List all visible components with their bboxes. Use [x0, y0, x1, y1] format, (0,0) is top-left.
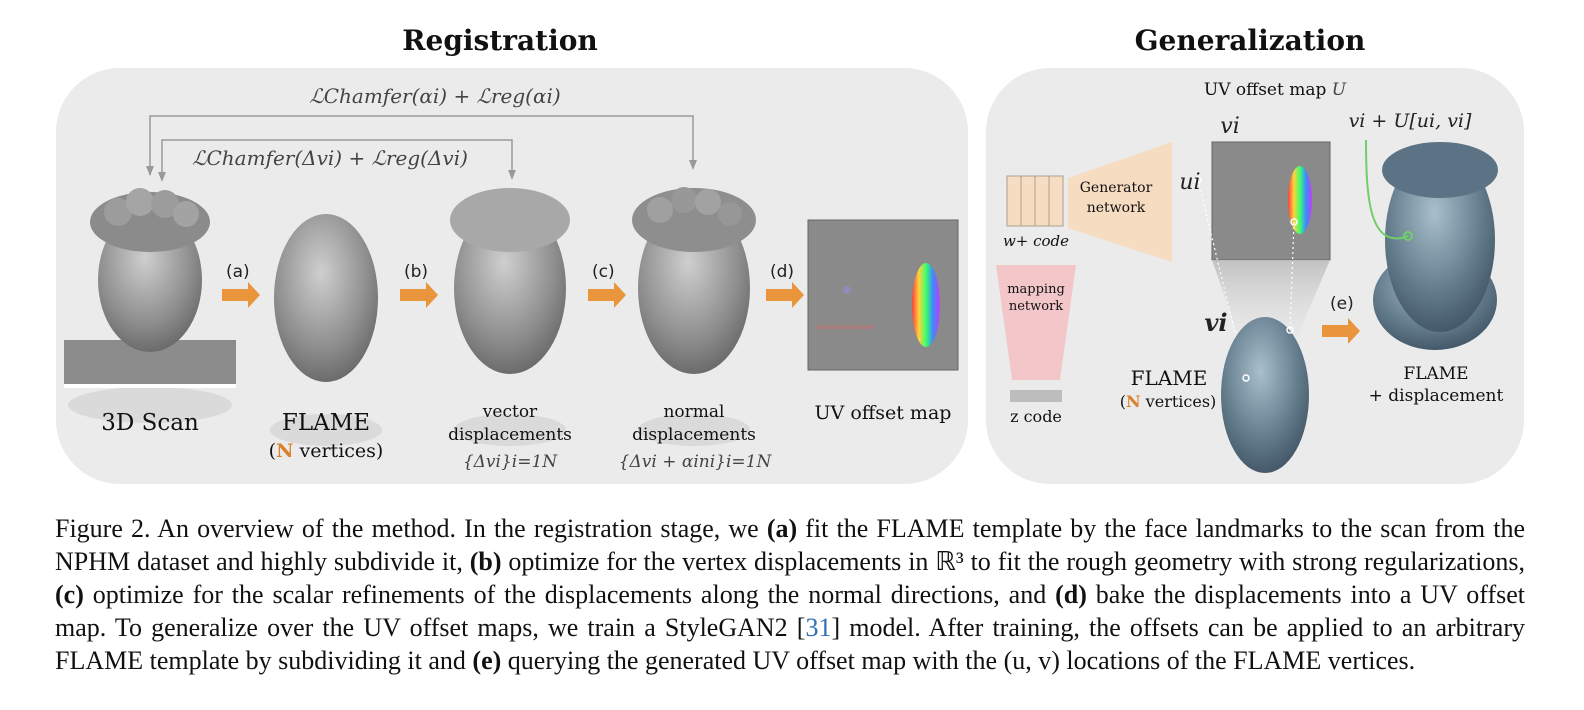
output-head	[1373, 142, 1498, 350]
loss-outer-label: ℒChamfer(αi) + ℒreg(αi)	[309, 84, 561, 108]
formula-pointer	[1365, 139, 1409, 240]
flame-head	[270, 214, 382, 446]
normal-displacement-head	[632, 187, 756, 446]
gen-flame-vertices-label: (N vertices)	[1119, 392, 1217, 411]
projection-beam	[1212, 260, 1330, 340]
step-e-label: (e)	[1330, 294, 1354, 314]
mapping-label-line2: network	[1008, 299, 1064, 314]
step-a-label: (a)	[226, 262, 250, 282]
vector-formula: {Δvi}i=1N	[462, 452, 558, 472]
figure-graphics	[64, 115, 1498, 473]
wplus-code-blocks	[1006, 175, 1064, 227]
n-highlight: N	[276, 440, 294, 462]
gen-flame-label: FLAME	[1130, 366, 1208, 390]
uv-offset-map-label: UV offset map	[814, 402, 952, 424]
step-e-arrow	[1322, 318, 1360, 344]
vector-displacement-head	[450, 188, 570, 446]
normal-label-line2: displacements	[632, 425, 756, 445]
uv-offset-map-image	[807, 219, 959, 371]
loss-bracket-outer	[146, 115, 697, 176]
mapping-label-line1: mapping	[1007, 282, 1065, 297]
scan-label: 3D Scan	[101, 410, 199, 436]
output-label-line1: FLAME	[1403, 364, 1469, 384]
mapping-network	[996, 265, 1076, 380]
step-arrows	[222, 282, 804, 308]
output-formula: vi + U[ui, vi]	[1348, 110, 1472, 132]
u-left-label: ui	[1179, 170, 1201, 195]
generator-network	[1068, 142, 1172, 262]
registration-title: Registration	[402, 24, 598, 57]
output-label-line2: + displacement	[1368, 386, 1504, 406]
z-code-label: z code	[1010, 407, 1062, 426]
vector-label-line1: vector	[482, 402, 538, 422]
flame-blue-head	[1221, 317, 1309, 473]
figure-caption: Figure 2. An overview of the method. In …	[55, 514, 1525, 675]
wplus-code-label: w+ code	[1002, 232, 1070, 250]
z-code-block	[1010, 390, 1062, 402]
loss-inner-label: ℒChamfer(Δvi) + ℒreg(Δvi)	[192, 146, 468, 170]
flame-label: FLAME	[281, 410, 371, 436]
citation-link[interactable]: 31	[805, 613, 832, 642]
scan-head	[64, 188, 236, 423]
v-top-label: vi	[1220, 114, 1240, 139]
gen-uv-map-label: UV offset map U	[1203, 80, 1347, 100]
generalization-title: Generalization	[1134, 24, 1366, 57]
loss-bracket-inner	[158, 139, 516, 182]
generated-uv-map	[1211, 141, 1331, 261]
normal-label-line1: normal	[663, 402, 725, 422]
vector-label-line2: displacements	[448, 425, 572, 445]
step-b-label: (b)	[404, 262, 429, 282]
step-c-label: (c)	[592, 262, 615, 282]
generator-label-line1: Generator	[1079, 180, 1153, 196]
flame-vertices-label: (N vertices)	[268, 440, 384, 462]
step-d-label: (d)	[770, 262, 795, 282]
gen-n-highlight: N	[1125, 392, 1141, 411]
normal-formula: {Δvi + αini}i=1N	[618, 452, 772, 472]
generator-label-line2: network	[1086, 200, 1146, 216]
v-bottom-label: vi	[1204, 308, 1228, 337]
